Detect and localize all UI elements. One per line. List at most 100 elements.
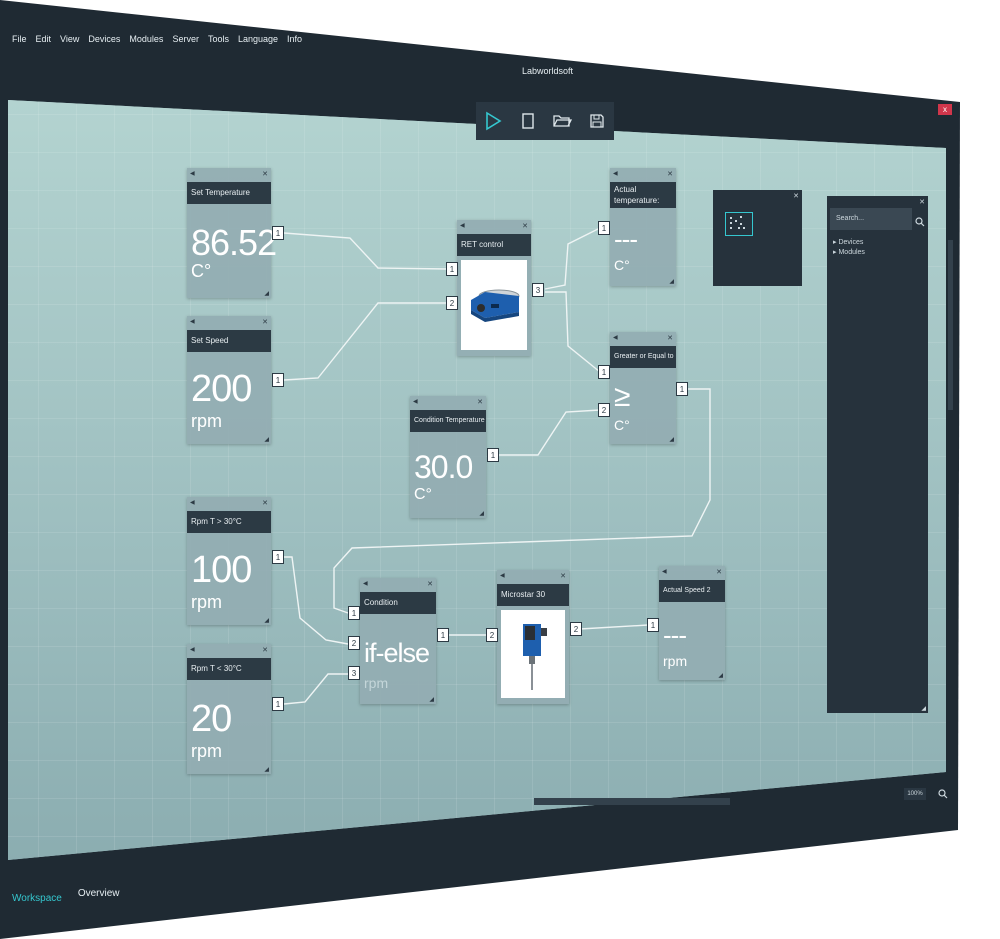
close-icon[interactable]: ✕ (262, 319, 268, 326)
close-icon[interactable]: ✕ (560, 573, 566, 580)
node-actual-speed-2[interactable]: ◀ ✕ Actual Speed 2 --- rpm ◢ (659, 566, 725, 680)
minimap[interactable]: ✕ (713, 190, 802, 286)
zoom-level[interactable]: 100% (904, 788, 926, 800)
port-in-2[interactable]: 2 (446, 296, 458, 310)
resize-grip-icon[interactable]: ◢ (669, 279, 674, 285)
menu-bar: File Edit View Devices Modules Server To… (12, 34, 302, 44)
vertical-scrollbar[interactable] (948, 240, 953, 410)
resize-grip-icon[interactable]: ◢ (264, 291, 269, 297)
resize-grip-icon[interactable]: ◢ (479, 511, 484, 517)
port-in[interactable]: 2 (486, 628, 498, 642)
node-value: 20 (191, 698, 232, 740)
close-icon[interactable]: ✕ (793, 193, 799, 200)
collapse-arrow-icon[interactable]: ◀ (662, 569, 667, 575)
port-out[interactable]: 1 (676, 382, 688, 396)
resize-grip-icon[interactable]: ◢ (264, 618, 269, 624)
library-panel: ✕ Search... ▸ Devices ▸ Modules ◢ (827, 196, 928, 713)
collapse-arrow-icon[interactable]: ◀ (190, 171, 195, 177)
menu-tools[interactable]: Tools (207, 34, 229, 44)
resize-grip-icon[interactable]: ◢ (669, 437, 674, 443)
port-in[interactable]: 1 (598, 221, 610, 235)
minimap-viewport[interactable] (725, 212, 753, 236)
node-set-temperature[interactable]: ◀ ✕ Set Temperature 86.52 C° ◢ (187, 168, 277, 298)
node-rpm-below-30[interactable]: ◀ ✕ Rpm T < 30°C 20 rpm ◢ (187, 644, 271, 774)
tree-item-modules[interactable]: ▸ Modules (833, 249, 865, 256)
menu-info[interactable]: Info (287, 34, 303, 44)
menu-view[interactable]: View (60, 34, 80, 44)
close-icon[interactable]: ✕ (262, 500, 268, 507)
port-out[interactable]: 1 (437, 628, 449, 642)
menu-file[interactable]: File (12, 34, 27, 44)
node-set-speed[interactable]: ◀ ✕ Set Speed 200 rpm ◢ (187, 316, 271, 444)
menu-edit[interactable]: Edit (35, 34, 52, 44)
stop-icon[interactable] (517, 110, 539, 132)
open-folder-icon[interactable] (551, 110, 573, 132)
node-value: 86.52 (191, 222, 277, 263)
node-condition[interactable]: ◀ ✕ Condition if-else rpm ◢ (360, 578, 436, 704)
close-button[interactable]: x (938, 104, 952, 115)
close-icon[interactable]: ✕ (522, 223, 528, 230)
close-icon[interactable]: ✕ (262, 647, 268, 654)
toolbar (476, 102, 614, 140)
collapse-arrow-icon[interactable]: ◀ (613, 171, 618, 177)
resize-grip-icon[interactable]: ◢ (264, 767, 269, 773)
menu-devices[interactable]: Devices (88, 34, 121, 44)
node-microstar-30[interactable]: ◀ ✕ Microstar 30 (497, 570, 569, 704)
resize-grip-icon[interactable]: ◢ (264, 437, 269, 443)
collapse-arrow-icon[interactable]: ◀ (613, 335, 618, 341)
collapse-arrow-icon[interactable]: ◀ (413, 399, 418, 405)
zoom-search-icon[interactable] (938, 786, 948, 804)
resize-grip-icon[interactable]: ◢ (921, 706, 926, 712)
close-icon[interactable]: ✕ (262, 171, 268, 178)
node-rpm-above-30[interactable]: ◀ ✕ Rpm T > 30°C 100 rpm ◢ (187, 497, 271, 625)
node-value: 100 (191, 549, 252, 591)
node-ret-control[interactable]: ◀ ✕ RET control (457, 220, 531, 356)
port-out[interactable]: 2 (570, 622, 582, 636)
close-icon[interactable]: ✕ (667, 335, 673, 342)
port-out[interactable]: 1 (487, 448, 499, 462)
menu-modules[interactable]: Modules (129, 34, 164, 44)
close-icon[interactable]: ✕ (716, 569, 722, 576)
resize-grip-icon[interactable]: ◢ (429, 697, 434, 703)
collapse-arrow-icon[interactable]: ◀ (460, 223, 465, 229)
play-icon[interactable] (482, 110, 504, 132)
port-in-1[interactable]: 1 (598, 365, 610, 379)
view-tabs: Workspace Overview (0, 888, 120, 904)
menu-server[interactable]: Server (172, 34, 199, 44)
close-icon[interactable]: ✕ (919, 199, 925, 206)
port-out[interactable]: 3 (532, 283, 544, 297)
node-title: Greater or Equal to (610, 346, 676, 368)
tab-workspace[interactable]: Workspace (12, 893, 62, 904)
search-icon[interactable] (915, 214, 925, 232)
node-condition-temperature[interactable]: ◀ ✕ Condition Temperature 30.0 C° ◢ (410, 396, 486, 518)
collapse-arrow-icon[interactable]: ◀ (190, 319, 195, 325)
collapse-arrow-icon[interactable]: ◀ (500, 573, 505, 579)
port-out[interactable]: 1 (272, 697, 284, 711)
port-in-2[interactable]: 2 (598, 403, 610, 417)
port-in-1[interactable]: 1 (446, 262, 458, 276)
collapse-arrow-icon[interactable]: ◀ (190, 500, 195, 506)
port-in-2[interactable]: 2 (348, 636, 360, 650)
tree-item-devices[interactable]: ▸ Devices (833, 239, 864, 246)
menu-language[interactable]: Language (237, 34, 279, 44)
port-in-3[interactable]: 3 (348, 666, 360, 680)
node-unit: C° (191, 261, 212, 281)
node-greater-or-equal[interactable]: ◀ ✕ Greater or Equal to ≥ C° ◢ (610, 332, 676, 444)
close-icon[interactable]: ✕ (427, 581, 433, 588)
tab-overview[interactable]: Overview (77, 888, 120, 899)
save-icon[interactable] (586, 110, 608, 132)
close-icon[interactable]: ✕ (477, 399, 483, 406)
collapse-arrow-icon[interactable]: ◀ (190, 647, 195, 653)
horizontal-scrollbar[interactable] (534, 798, 730, 805)
port-in[interactable]: 1 (647, 618, 659, 632)
port-in-1[interactable]: 1 (348, 606, 360, 620)
port-out[interactable]: 1 (272, 226, 284, 240)
node-actual-temperature[interactable]: ◀ ✕ Actual temperature: medium --- C° ◢ (610, 168, 676, 286)
search-input[interactable]: Search... (830, 208, 912, 230)
resize-grip-icon[interactable]: ◢ (718, 673, 723, 679)
port-out[interactable]: 1 (272, 550, 284, 564)
collapse-arrow-icon[interactable]: ◀ (363, 581, 368, 587)
port-out[interactable]: 1 (272, 373, 284, 387)
close-icon[interactable]: ✕ (667, 171, 673, 178)
device-image (501, 610, 565, 698)
